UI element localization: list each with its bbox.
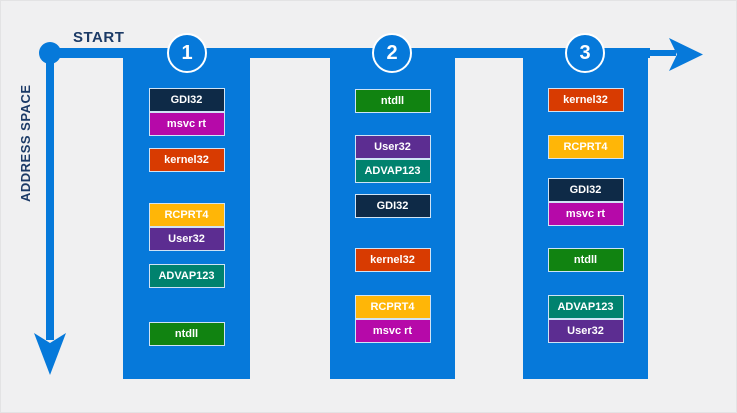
dll-block-user32: User32 [148, 227, 225, 251]
dll-block-msvc-rt: msvc rt [354, 319, 431, 343]
step-number: 2 [386, 41, 398, 64]
dll-block-ntdll: ntdll [148, 322, 225, 346]
dll-block-kernel32: kernel32 [354, 248, 431, 272]
dll-block-msvc-rt: msvc rt [547, 202, 624, 226]
dll-block-rcprt4: RCPRT4 [547, 135, 624, 159]
dll-block-label: kernel32 [370, 254, 415, 266]
dll-block-label: GDI32 [170, 94, 203, 106]
dll-block-label: User32 [374, 141, 411, 153]
dll-block-label: RCPRT4 [164, 209, 209, 221]
dll-block-label: msvc rt [372, 325, 413, 337]
timeline-arrowhead-icon [669, 38, 703, 71]
dll-block-kernel32: kernel32 [148, 148, 225, 172]
dll-block-label: ADVAP123 [158, 270, 215, 282]
dll-block-advap123: ADVAP123 [148, 264, 225, 288]
dll-block-label: GDI32 [376, 200, 409, 212]
dll-block-label: ntdll [573, 254, 598, 266]
dll-block-gdi32: GDI32 [354, 194, 431, 218]
address-space-axis-line [46, 53, 54, 340]
dll-block-label: msvc rt [565, 208, 606, 220]
dll-block-ntdll: ntdll [547, 248, 624, 272]
dll-block-gdi32: GDI32 [148, 88, 225, 112]
dll-block-label: ntdll [174, 328, 199, 340]
dll-block-advap123: ADVAP123 [547, 295, 624, 319]
dll-block-label: User32 [567, 325, 604, 337]
dll-block-msvc-rt: msvc rt [148, 112, 225, 136]
dll-block-label: GDI32 [569, 184, 602, 196]
dll-block-label: RCPRT4 [563, 141, 608, 153]
address-space-label: ADDRESS SPACE [18, 84, 33, 202]
dll-block-label: kernel32 [563, 94, 608, 106]
step-number: 1 [181, 41, 193, 64]
start-label: START [73, 29, 125, 46]
dll-block-gdi32: GDI32 [547, 178, 624, 202]
dll-block-label: ADVAP123 [364, 165, 421, 177]
step-number: 3 [579, 41, 591, 64]
dll-block-advap123: ADVAP123 [354, 159, 431, 183]
step-badge-1: 1 [167, 33, 207, 73]
dll-block-rcprt4: RCPRT4 [354, 295, 431, 319]
step-badge-2: 2 [372, 33, 412, 73]
dll-block-user32: User32 [354, 135, 431, 159]
dll-block-label: User32 [168, 233, 205, 245]
dll-block-ntdll: ntdll [354, 89, 431, 113]
dll-block-user32: User32 [547, 319, 624, 343]
dll-block-kernel32: kernel32 [547, 88, 624, 112]
dll-block-rcprt4: RCPRT4 [148, 203, 225, 227]
dll-block-label: ntdll [380, 95, 405, 107]
dll-block-label: msvc rt [166, 118, 207, 130]
step-badge-3: 3 [565, 33, 605, 73]
dll-block-label: ADVAP123 [557, 301, 614, 313]
timeline-line-tail [648, 50, 676, 56]
dll-block-label: kernel32 [164, 154, 209, 166]
address-space-arrowhead-icon [34, 333, 66, 375]
dll-block-label: RCPRT4 [370, 301, 415, 313]
